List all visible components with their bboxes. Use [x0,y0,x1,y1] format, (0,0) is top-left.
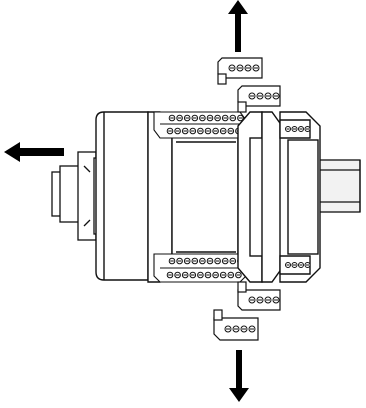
plug-terminal-lower-1 [237,281,281,311]
plug-terminal-lower-2 [213,309,259,341]
arrow-left-icon [4,142,64,162]
middle-module-housing [237,111,283,283]
screw-row-bottom-2 [166,271,242,279]
screw-row-plug-lower-2 [224,325,256,333]
screw-row-plug-upper-2 [248,92,280,100]
arrow-up-icon [228,0,248,52]
right-module-housing [279,111,321,283]
screw-row-plug-upper-1 [228,64,260,72]
screw-row-plug-lower-1 [248,296,280,304]
screw-row-right-top [285,126,311,132]
arrow-down-icon [229,350,249,402]
screw-row-right-bottom [285,262,311,268]
main-module-housing [95,111,239,283]
din-rail [317,159,361,213]
screw-row-top-1 [168,114,244,122]
